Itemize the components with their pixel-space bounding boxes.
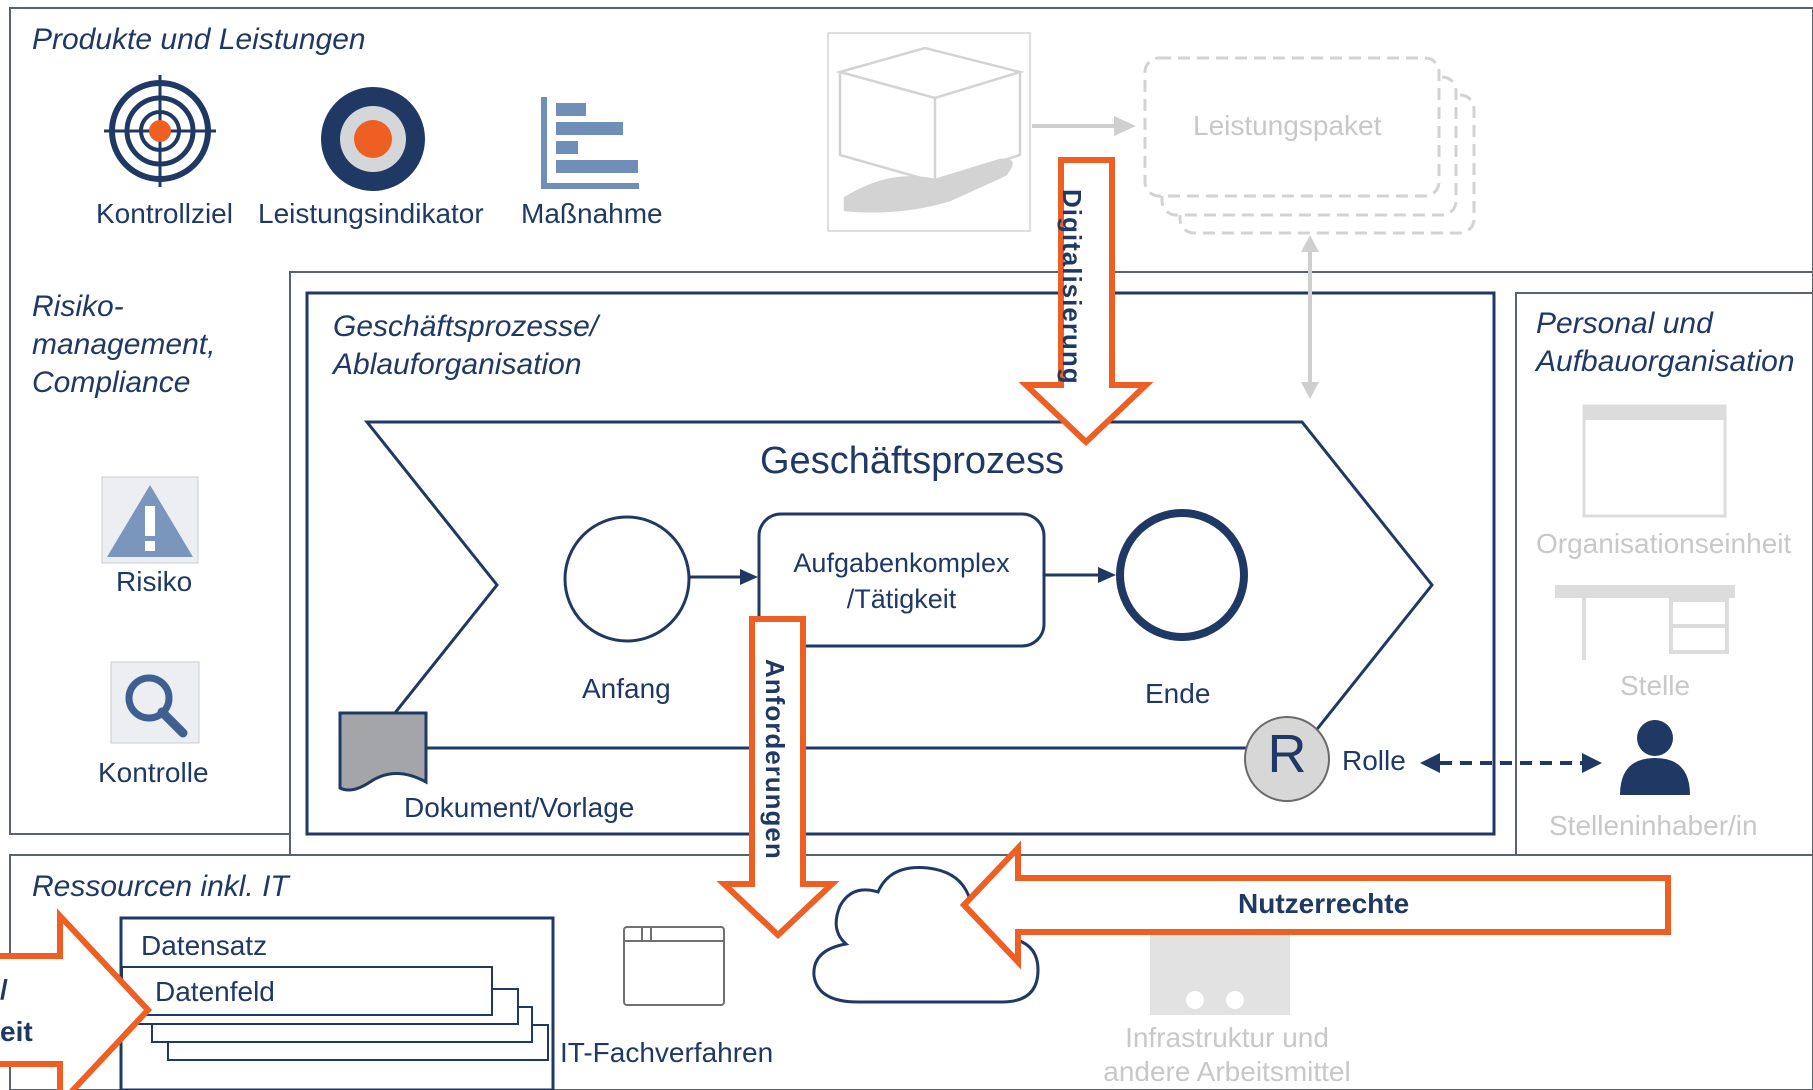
application-window-icon	[623, 926, 725, 1006]
org-unit-icon	[1582, 404, 1727, 518]
left-partial-arrow	[0, 908, 153, 1090]
label-org-unit: Organisationseinheit	[1536, 528, 1792, 559]
section-title-prozesse-1: Geschäftsprozesse/	[333, 310, 599, 343]
role-holder-connector-left	[1420, 753, 1440, 773]
connector-paket-head	[1114, 116, 1136, 136]
label-leistungsindikator: Leistungsindikator	[258, 198, 484, 229]
label-kontrolle: Kontrolle	[98, 757, 209, 788]
label-end-event: Ende	[1145, 678, 1211, 709]
warning-icon	[101, 476, 199, 564]
connector-vertical-down	[1301, 382, 1319, 399]
label-task-2: /Tätigkeit	[846, 584, 957, 614]
process-title: Geschäftsprozess	[760, 440, 1065, 482]
start-event	[563, 515, 691, 643]
label-start-event: Anfang	[582, 673, 671, 704]
digitalisierung-arrow	[1018, 157, 1154, 447]
flow-task-end-head	[1098, 567, 1116, 583]
label-anforderungen: Anforderungen	[760, 659, 790, 860]
end-event	[1116, 509, 1248, 641]
label-stelleninhaber: Stelleninhaber/in	[1549, 810, 1758, 841]
desk-icon	[1555, 585, 1735, 660]
datensatz-stack	[119, 916, 555, 1090]
label-risiko: Risiko	[116, 566, 193, 597]
section-title-risiko-2: management,	[32, 328, 216, 361]
document-icon	[338, 711, 428, 792]
section-title-produkte: Produkte und Leistungen	[32, 23, 366, 56]
anforderungen-arrow	[716, 616, 840, 940]
target-icon	[104, 75, 216, 187]
label-datenfeld: Datenfeld	[155, 976, 275, 1007]
connector-vertical-up	[1301, 235, 1319, 252]
label-it-fachverfahren: IT-Fachverfahren	[560, 1037, 774, 1068]
label-nutzerrechte: Nutzerrechte	[1238, 888, 1410, 919]
role-holder-connector-right	[1582, 753, 1602, 773]
label-left-arrow-2: eit	[0, 1016, 33, 1047]
role-symbol: R	[1267, 724, 1307, 784]
label-role: Rolle	[1342, 745, 1406, 776]
section-title-risiko-3: Compliance	[32, 366, 191, 399]
label-left-arrow-1: /	[0, 974, 8, 1005]
task-box	[757, 512, 1046, 648]
label-digitalisierung: Digitalisierung	[1057, 189, 1087, 385]
flow-start-task-head	[740, 569, 758, 585]
label-leistungspaket: Leistungspaket	[1193, 110, 1382, 141]
section-title-ressourcen: Ressourcen inkl. IT	[32, 870, 289, 903]
role-circle	[1244, 716, 1330, 802]
label-datensatz: Datensatz	[141, 930, 268, 961]
label-massnahme: Maßnahme	[521, 198, 663, 229]
infrastructure-icon	[1150, 928, 1290, 1015]
person-icon	[1620, 720, 1690, 795]
section-title-personal-2: Aufbauorganisation	[1536, 345, 1795, 378]
label-task-1: Aufgabenkomplex	[793, 548, 1010, 578]
section-title-risiko-1: Risiko-	[32, 290, 124, 323]
gantt-chart-icon	[541, 97, 639, 189]
section-title-personal-1: Personal und	[1536, 307, 1713, 340]
label-infrastruktur-2: andere Arbeitsmittel	[1103, 1056, 1351, 1087]
package-hand-icon	[827, 32, 1031, 232]
label-infrastruktur-1: Infrastruktur und	[1125, 1022, 1329, 1053]
section-title-prozesse-2: Ablauforganisation	[333, 348, 582, 381]
label-stelle: Stelle	[1620, 670, 1691, 701]
label-kontrollziel: Kontrollziel	[96, 198, 233, 229]
indicator-icon	[321, 87, 425, 191]
label-document: Dokument/Vorlage	[404, 792, 635, 823]
leistungspaket-stack	[1143, 56, 1476, 235]
magnifier-icon	[110, 661, 200, 744]
nutzerrechte-arrow	[959, 840, 1671, 970]
cloud-icon	[812, 866, 1040, 1004]
